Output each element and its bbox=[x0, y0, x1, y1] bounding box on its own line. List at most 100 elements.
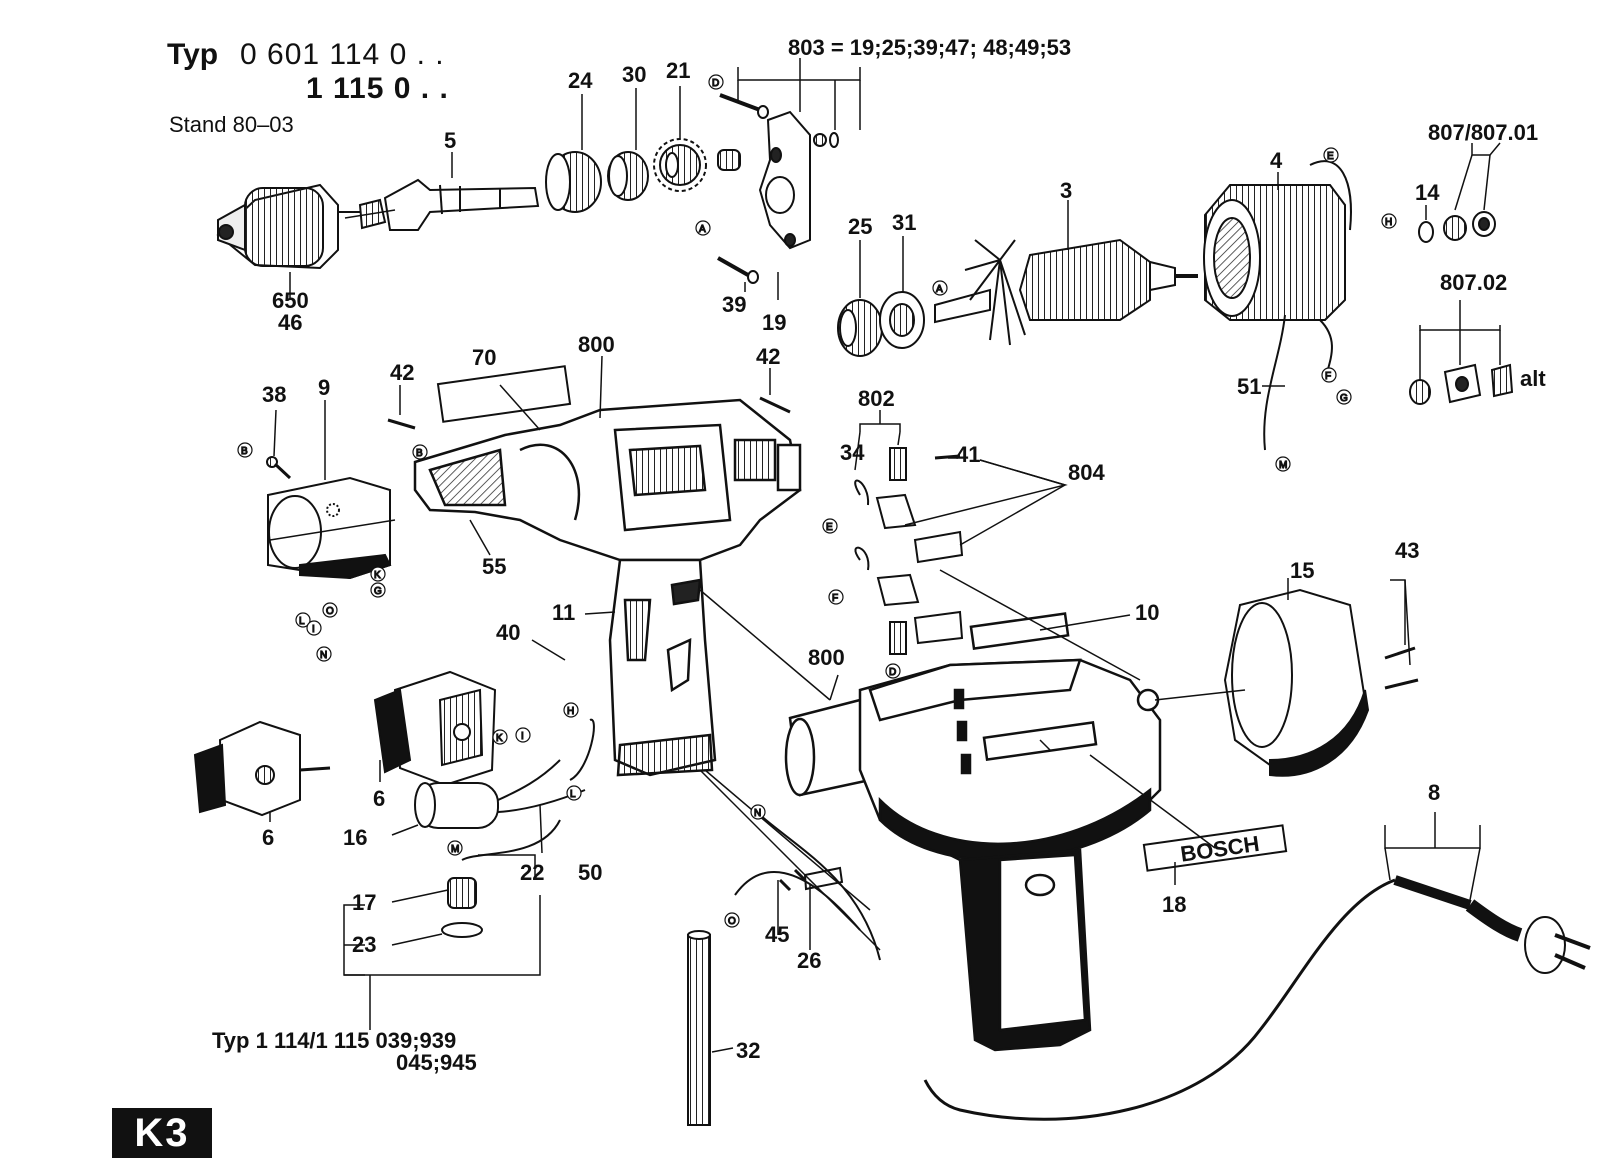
callout-K: K bbox=[370, 566, 386, 582]
brush-holders bbox=[854, 447, 964, 655]
label-plate-70 bbox=[436, 365, 572, 423]
callout-B: B bbox=[237, 442, 253, 458]
part-number: 46 bbox=[278, 310, 302, 335]
callout-N: N bbox=[316, 646, 332, 662]
part-number: 70 bbox=[472, 345, 496, 370]
callout-B: B bbox=[412, 444, 428, 460]
callout-L: L bbox=[295, 612, 311, 628]
group-label-803: 803 = 19;25;39;47; 48;49;53 bbox=[788, 35, 1071, 60]
capacitor-16 bbox=[414, 759, 586, 829]
screws-43 bbox=[1384, 646, 1419, 690]
bearing-807-02-set bbox=[1409, 363, 1514, 405]
type-label: Typ bbox=[167, 38, 219, 71]
part-number: 17 bbox=[352, 890, 376, 915]
callout-A: A bbox=[932, 280, 948, 296]
part-number: 800 bbox=[808, 645, 845, 670]
callout-letters: A A D D E E H H F F G G M M B B K K O O … bbox=[237, 74, 1397, 928]
power-cable-8 bbox=[923, 875, 1591, 1121]
field-coil-part bbox=[1203, 160, 1352, 451]
drill-chuck-part bbox=[216, 183, 360, 270]
housing-screws-42 bbox=[387, 396, 791, 430]
part-number: 5 bbox=[444, 128, 456, 153]
callout-I: I bbox=[306, 620, 322, 636]
leader-lines bbox=[269, 58, 1501, 1053]
part-number: 42 bbox=[756, 344, 780, 369]
part-number: 15 bbox=[1290, 558, 1314, 583]
svg-text:N: N bbox=[754, 808, 761, 819]
part-number: 10 bbox=[1135, 600, 1159, 625]
part-number: 21 bbox=[666, 58, 690, 83]
cable-sleeve-32 bbox=[687, 930, 711, 1126]
callout-D: D bbox=[708, 74, 724, 90]
drill-body-assembly bbox=[784, 612, 1162, 1052]
callout-M: M bbox=[447, 840, 463, 856]
part-number: 32 bbox=[736, 1038, 760, 1063]
callout-K: K bbox=[492, 729, 508, 745]
svg-text:K: K bbox=[374, 570, 381, 581]
callout-N: N bbox=[750, 804, 766, 820]
bearing-31 bbox=[879, 291, 925, 349]
part-number: 40 bbox=[496, 620, 520, 645]
part-number: 45 bbox=[765, 922, 789, 947]
type-number-line-2: 1 115 0 . . bbox=[306, 72, 449, 105]
connecting-wires bbox=[569, 718, 881, 961]
ball-bearing-24 bbox=[545, 151, 602, 213]
svg-text:M: M bbox=[1279, 460, 1287, 471]
type-number-line-1: 0 601 114 0 . . bbox=[240, 38, 445, 71]
svg-text:G: G bbox=[374, 586, 382, 597]
sheet-id-badge: K3 bbox=[112, 1108, 212, 1158]
callout-D: D bbox=[885, 663, 901, 679]
spacer-parts bbox=[717, 93, 769, 171]
screw-39 bbox=[717, 256, 759, 284]
svg-text:H: H bbox=[567, 706, 574, 717]
svg-text:L: L bbox=[299, 616, 305, 627]
needle-bearing-30 bbox=[607, 151, 649, 201]
armature-part bbox=[934, 238, 1198, 346]
motor-housing-15 bbox=[1223, 588, 1370, 777]
part-number: 3 bbox=[1060, 178, 1072, 203]
svg-text:A: A bbox=[699, 224, 706, 235]
alt-label: alt bbox=[1520, 366, 1546, 391]
part-number: 31 bbox=[892, 210, 916, 235]
part-number: 4 bbox=[1270, 148, 1283, 173]
part-number: 30 bbox=[622, 62, 646, 87]
svg-text:F: F bbox=[832, 593, 838, 604]
part-number: 6 bbox=[262, 825, 274, 850]
part-number: 800 bbox=[578, 332, 615, 357]
svg-text:B: B bbox=[416, 448, 423, 459]
svg-text:G: G bbox=[1340, 393, 1348, 404]
callout-E: E bbox=[1323, 147, 1339, 163]
callout-L: L bbox=[566, 785, 582, 801]
callout-M: M bbox=[1275, 456, 1291, 472]
callout-G: G bbox=[1336, 389, 1352, 405]
part-number: 55 bbox=[482, 554, 506, 579]
brand-plate-text: BOSCH bbox=[1179, 831, 1261, 867]
svg-text:O: O bbox=[728, 916, 736, 927]
part-number: 42 bbox=[390, 360, 414, 385]
part-number: 14 bbox=[1415, 180, 1440, 205]
housing-half-part bbox=[413, 398, 802, 777]
svg-text:I: I bbox=[312, 624, 315, 635]
callout-H: H bbox=[1381, 213, 1397, 229]
part-number: 6 bbox=[373, 786, 385, 811]
group-label-807-02: 807.02 bbox=[1440, 270, 1507, 295]
gear-21 bbox=[653, 138, 707, 192]
part-number: 25 bbox=[848, 214, 872, 239]
part-number: 16 bbox=[343, 825, 367, 850]
callout-F: F bbox=[828, 589, 844, 605]
part-number: 650 bbox=[272, 288, 309, 313]
part-number: 9 bbox=[318, 375, 330, 400]
callout-F: F bbox=[1321, 367, 1337, 383]
callout-G: G bbox=[370, 582, 386, 598]
part-number: 43 bbox=[1395, 538, 1419, 563]
part-number: 8 bbox=[1428, 780, 1440, 805]
part-number: 24 bbox=[568, 68, 593, 93]
svg-text:N: N bbox=[320, 650, 327, 661]
spindle-part bbox=[358, 178, 540, 231]
callout-E: E bbox=[822, 518, 838, 534]
callout-O: O bbox=[724, 912, 740, 928]
part-number: 23 bbox=[352, 932, 376, 957]
part-number: 18 bbox=[1162, 892, 1186, 917]
svg-text:A: A bbox=[936, 284, 943, 295]
svg-text:K: K bbox=[496, 733, 503, 744]
